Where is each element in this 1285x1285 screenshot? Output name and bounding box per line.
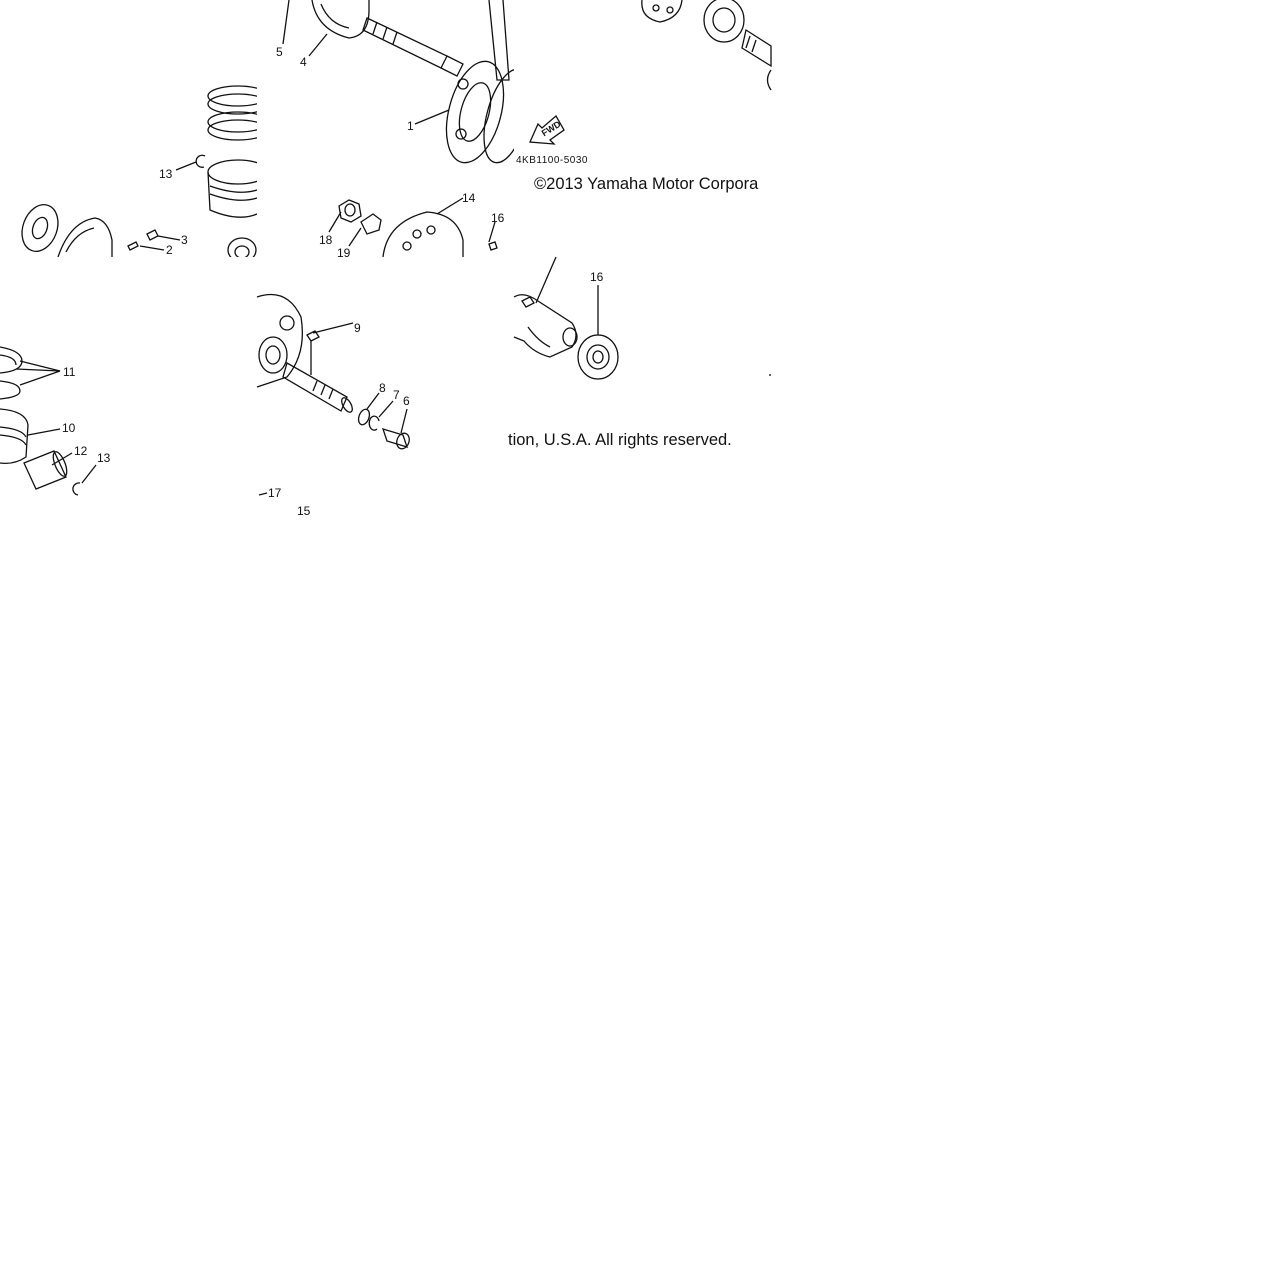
callout-10: 10 [62,421,76,435]
callout-7: 7 [393,388,400,402]
piston-assembly-illustration: 13 3 2 [21,85,269,263]
callout-13a: 13 [159,167,173,181]
callout-1: 1 [407,119,414,133]
callout-16b: 16 [590,270,604,284]
diagram-tile-bottom-middle: 9 8 7 6 17 15 [256,257,514,518]
callout-9: 9 [354,321,361,335]
diagram-part-code: 4KB1100-5030 [516,155,588,166]
diagram-tile-top-left: 13 3 2 [0,0,269,263]
callout-5: 5 [276,45,283,59]
crankshaft-end-illustration: 9 8 7 6 17 15 [256,293,410,518]
callout-13b: 13 [97,451,111,465]
copyright-text-part1: ©2013 Yamaha Motor Corpora [534,175,759,193]
callout-12: 12 [74,444,88,458]
callout-3: 3 [181,233,188,247]
callout-2: 2 [166,243,173,257]
callout-8: 8 [379,381,386,395]
callout-16a: 16 [491,211,505,225]
callout-11: 11 [63,365,76,379]
copyright-text-part2: tion, U.S.A. All rights reserved. [508,431,732,449]
drive-gear-illustration: 16 [513,256,771,380]
diagram-tile-top-right: FWD 4KB1100-5030 ©2013 Yamaha Motor Corp… [514,0,772,257]
callout-18: 18 [319,233,333,247]
callout-6: 6 [403,394,410,408]
diagram-tile-bottom-left: 11 10 12 13 [0,257,257,514]
callout-14: 14 [462,191,476,205]
callout-15: 15 [297,504,311,518]
diagram-tile-bottom-right: 16 tion, U.S.A. All rights reserved. [508,256,771,514]
diagram-tile-top-middle: 5 4 1 14 16 18 19 [257,0,531,260]
bearing-illustration: FWD [529,0,772,145]
piston-rings-illustration: 11 10 12 13 [0,346,111,496]
callout-19: 19 [337,246,351,260]
callout-4: 4 [300,55,307,69]
crankshaft-illustration: 5 4 1 14 16 18 19 [276,0,531,260]
callout-17: 17 [268,486,282,500]
